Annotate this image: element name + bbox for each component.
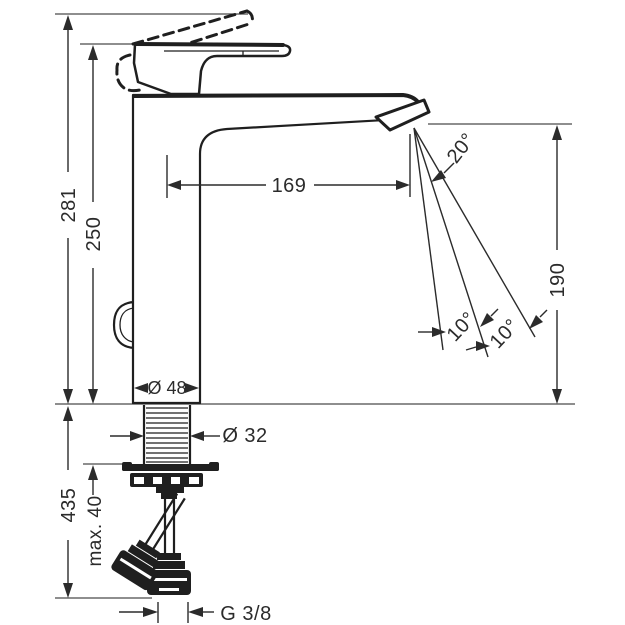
dim-label-169: 169	[272, 175, 307, 197]
spout-aerator	[374, 98, 431, 132]
hose-crimp	[135, 539, 160, 559]
dim-swivel-right: 10°	[465, 309, 548, 353]
dim-label-190: 190	[547, 263, 569, 298]
dim-spout-reach: 169	[166, 134, 411, 198]
arrowhead	[130, 431, 144, 441]
nut-detail	[151, 578, 187, 581]
arrowhead	[396, 180, 410, 190]
shank-threads	[146, 407, 188, 463]
dashed-lever-upper-edge	[131, 9, 249, 46]
hose-crimp	[127, 544, 160, 569]
dim-label-10deg-left: 10°	[443, 308, 481, 346]
dim-label-max40: max. 40	[85, 495, 106, 566]
dim-label-dia32: Ø 32	[222, 425, 267, 447]
arrowhead	[63, 406, 73, 421]
hose-connector-nut	[147, 570, 191, 595]
dim-height-to-handle: 250	[83, 45, 105, 404]
dim-spray-angle: 20°	[431, 129, 480, 182]
dim-label-g38: G 3/8	[220, 603, 271, 625]
nut-castellation	[144, 475, 153, 485]
arrowhead	[63, 583, 73, 598]
arrowhead	[63, 15, 73, 30]
arrowhead	[480, 313, 494, 327]
arrowhead	[167, 180, 181, 190]
arrowhead	[63, 389, 73, 404]
dim-swivel-left: 10°	[418, 308, 499, 346]
hose-tee-lower	[161, 493, 177, 499]
dim-overall-height: 281	[58, 15, 80, 404]
faucet-body	[131, 92, 431, 405]
supply-hose-angled	[111, 493, 186, 591]
dim-label-20deg: 20°	[443, 129, 480, 168]
nut-castellation	[180, 475, 189, 485]
threaded-shank	[142, 405, 192, 464]
mounting-hardware	[122, 462, 219, 499]
handle-lever	[132, 42, 292, 96]
dashed-handle-rear	[115, 53, 142, 93]
arrowhead	[88, 45, 98, 60]
body-spout-outline	[131, 93, 422, 405]
dim-body-diameter: Ø 48	[134, 378, 199, 398]
spray-line-10deg	[413, 127, 444, 351]
dim-label-250: 250	[83, 217, 105, 252]
arrowhead	[552, 389, 562, 404]
dim-label-281: 281	[58, 188, 80, 223]
dashed-lever-tip	[245, 9, 254, 25]
handle-top-edge	[134, 42, 285, 47]
spray-line-30deg	[413, 127, 536, 338]
dim-connection-thread: G 3/8	[119, 602, 271, 625]
hose-tee-upper	[156, 487, 184, 493]
spray-line-20deg	[413, 127, 489, 358]
arrowhead	[88, 465, 98, 480]
dim-spout-height: 190	[547, 125, 569, 404]
arrowhead	[88, 389, 98, 404]
dim-max-mounting-thickness: max. 40	[85, 465, 106, 567]
arrowhead	[143, 607, 158, 617]
arrowhead	[431, 170, 446, 182]
spout-top-edge	[132, 92, 420, 104]
handle-outline	[132, 42, 292, 96]
hose-crimp	[153, 561, 185, 569]
dim-label-435: 435	[58, 488, 80, 523]
loop-inner	[119, 307, 135, 343]
hose-edge	[152, 497, 186, 550]
nut-castellation	[162, 475, 171, 485]
pop-up-rod-loop	[112, 300, 135, 350]
supply-hose-vertical	[147, 499, 191, 595]
arrowhead	[190, 431, 204, 441]
spray-angle-fan	[413, 127, 536, 358]
arrowhead	[552, 125, 562, 140]
dim-shank-diameter: Ø 32	[110, 425, 267, 447]
arrowhead	[432, 327, 446, 337]
dim-hose-length: 435	[58, 406, 80, 598]
handle-seam	[164, 50, 279, 56]
nut-detail	[159, 588, 179, 591]
nut-detail	[119, 557, 152, 580]
dim-label-dia48: Ø 48	[147, 378, 186, 398]
arrowhead	[476, 341, 490, 351]
hose-edge	[144, 493, 179, 546]
arrowhead	[185, 383, 199, 393]
hose-crimp	[157, 553, 181, 560]
arrowhead	[529, 315, 543, 329]
mounting-flange	[122, 464, 219, 471]
arrowhead	[134, 383, 148, 393]
loop-outer	[112, 300, 135, 350]
arrowhead	[188, 607, 203, 617]
